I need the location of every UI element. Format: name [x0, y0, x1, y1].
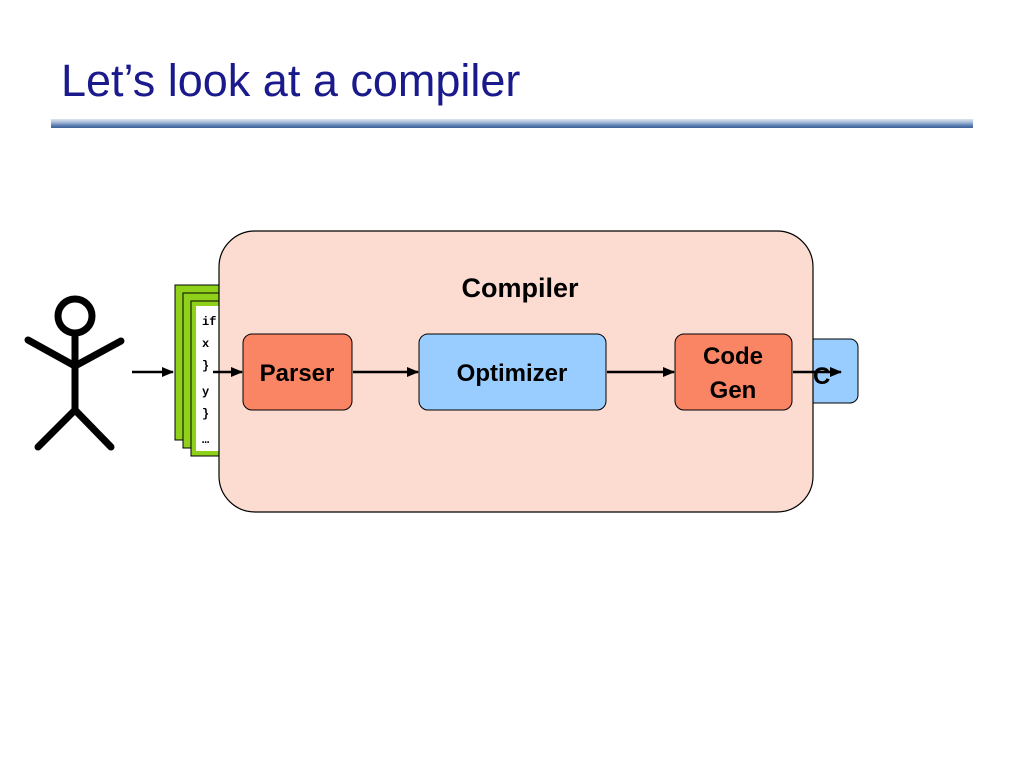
- source-code-line: }: [202, 359, 209, 373]
- source-code-line: if: [202, 315, 216, 329]
- optimizer-label: Optimizer: [457, 360, 568, 387]
- codegen-label-line: Code: [703, 343, 763, 370]
- compiler-label: Compiler: [461, 273, 579, 303]
- person-icon: [24, 295, 125, 451]
- optimizer-stage: Optimizer: [418, 333, 607, 411]
- title-underline: [51, 119, 973, 128]
- codegen-label-line: Gen: [710, 377, 757, 404]
- codegen-stage: Code Gen: [674, 333, 793, 411]
- slide-title: Let’s look at a compiler: [61, 55, 521, 106]
- source-code-line: y: [202, 385, 209, 399]
- output-label: C: [813, 363, 830, 390]
- source-code-lines: if x } y } …: [202, 315, 216, 447]
- parser-label: Parser: [260, 360, 335, 387]
- parser-stage: Parser: [242, 333, 353, 411]
- source-code-line: x: [202, 337, 209, 351]
- source-code-line: …: [202, 433, 209, 447]
- source-code-line: }: [202, 407, 209, 421]
